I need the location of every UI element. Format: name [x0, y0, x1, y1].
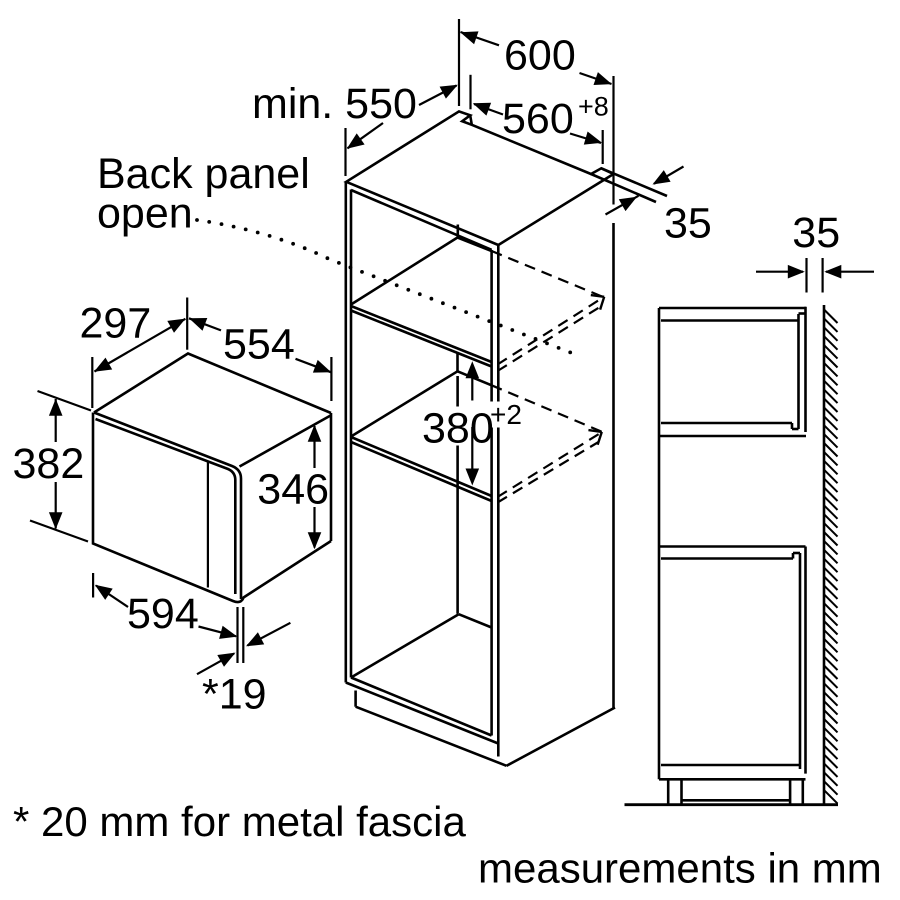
svg-text:560: 560: [502, 95, 574, 143]
svg-text:*19: *19: [202, 670, 267, 718]
svg-text:Back panel: Back panel: [97, 150, 310, 198]
svg-text:346: 346: [257, 466, 329, 514]
svg-text:+8: +8: [578, 92, 609, 122]
svg-text:35: 35: [792, 209, 840, 257]
svg-text:open: open: [97, 190, 193, 238]
svg-text:measurements in mm: measurements in mm: [478, 845, 882, 892]
svg-text:* 20 mm for metal fascia: * 20 mm for metal fascia: [13, 798, 466, 845]
svg-text:35: 35: [664, 200, 712, 248]
svg-text:297: 297: [80, 300, 152, 348]
svg-text:600: 600: [504, 32, 576, 80]
svg-text:554: 554: [223, 321, 295, 369]
svg-text:382: 382: [13, 440, 85, 488]
svg-text:380: 380: [422, 405, 494, 453]
svg-text:594: 594: [127, 590, 199, 638]
svg-text:min. 550: min. 550: [252, 80, 417, 128]
svg-text:+2: +2: [490, 399, 522, 430]
